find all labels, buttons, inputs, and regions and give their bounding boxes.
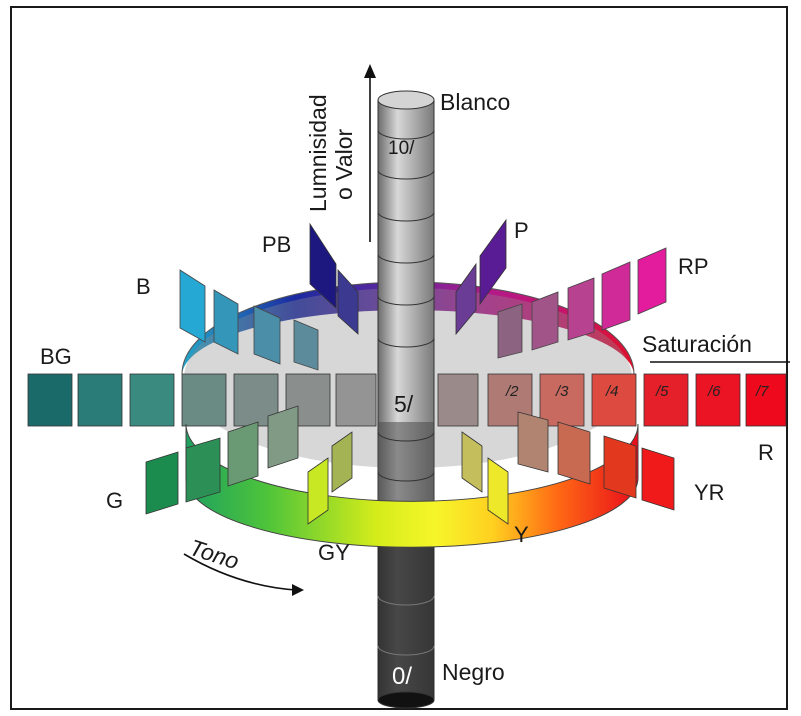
diagram-frame: Lumnisidad o Valor Blanco Negro Saturaci… [10,6,790,710]
black-label: Negro [442,659,505,685]
chips-P [455,218,507,336]
hue-label-R: R [758,440,774,465]
value-middle-label: 5/ [394,391,414,417]
hue-axis-label: Tono [186,534,242,574]
value-axis-label-line1: Lumnisidad [305,94,331,212]
value-bottom-label: 0/ [392,663,412,690]
hue-label-Y: Y [514,522,529,547]
chips-B [179,269,319,371]
chips-PB [309,222,359,335]
chips-YR [517,411,675,511]
white-label: Blanco [440,89,510,115]
hue-axis-arrow [183,553,304,596]
chroma-axis-label: Saturación [642,331,752,357]
value-cylinder [377,90,435,709]
hue-ring-front [185,423,639,548]
chips-RP [497,247,667,359]
hue-label-YR: YR [694,480,725,505]
chroma-label-6: /6 [707,383,721,400]
chroma-label-3: /3 [555,383,569,400]
hue-label-PB: PB [262,232,291,257]
chroma-label-2: /2 [505,383,519,400]
chips-G [145,405,299,515]
hue-label-G: G [106,488,123,513]
hue-label-RP: RP [678,254,709,279]
value-axis-arrow [364,64,376,242]
chroma-axis-arrow [650,361,790,363]
hue-label-GY: GY [318,540,350,565]
munsell-color-solid: Lumnisidad o Valor Blanco Negro Saturaci… [27,64,790,709]
chips-R [437,373,787,427]
chips-BG [27,373,377,427]
chroma-label-7: /7 [755,383,769,400]
chroma-label-5: /5 [655,383,669,400]
hue-label-P: P [514,218,529,243]
hue-label-B: B [136,274,151,299]
value-top-label: 10/ [388,138,415,159]
chips-Y [461,431,509,525]
chroma-label-4: /4 [605,383,619,400]
value-axis-label-line2: o Valor [331,128,357,200]
hue-label-BG: BG [40,344,72,369]
chips-GY [307,431,353,525]
